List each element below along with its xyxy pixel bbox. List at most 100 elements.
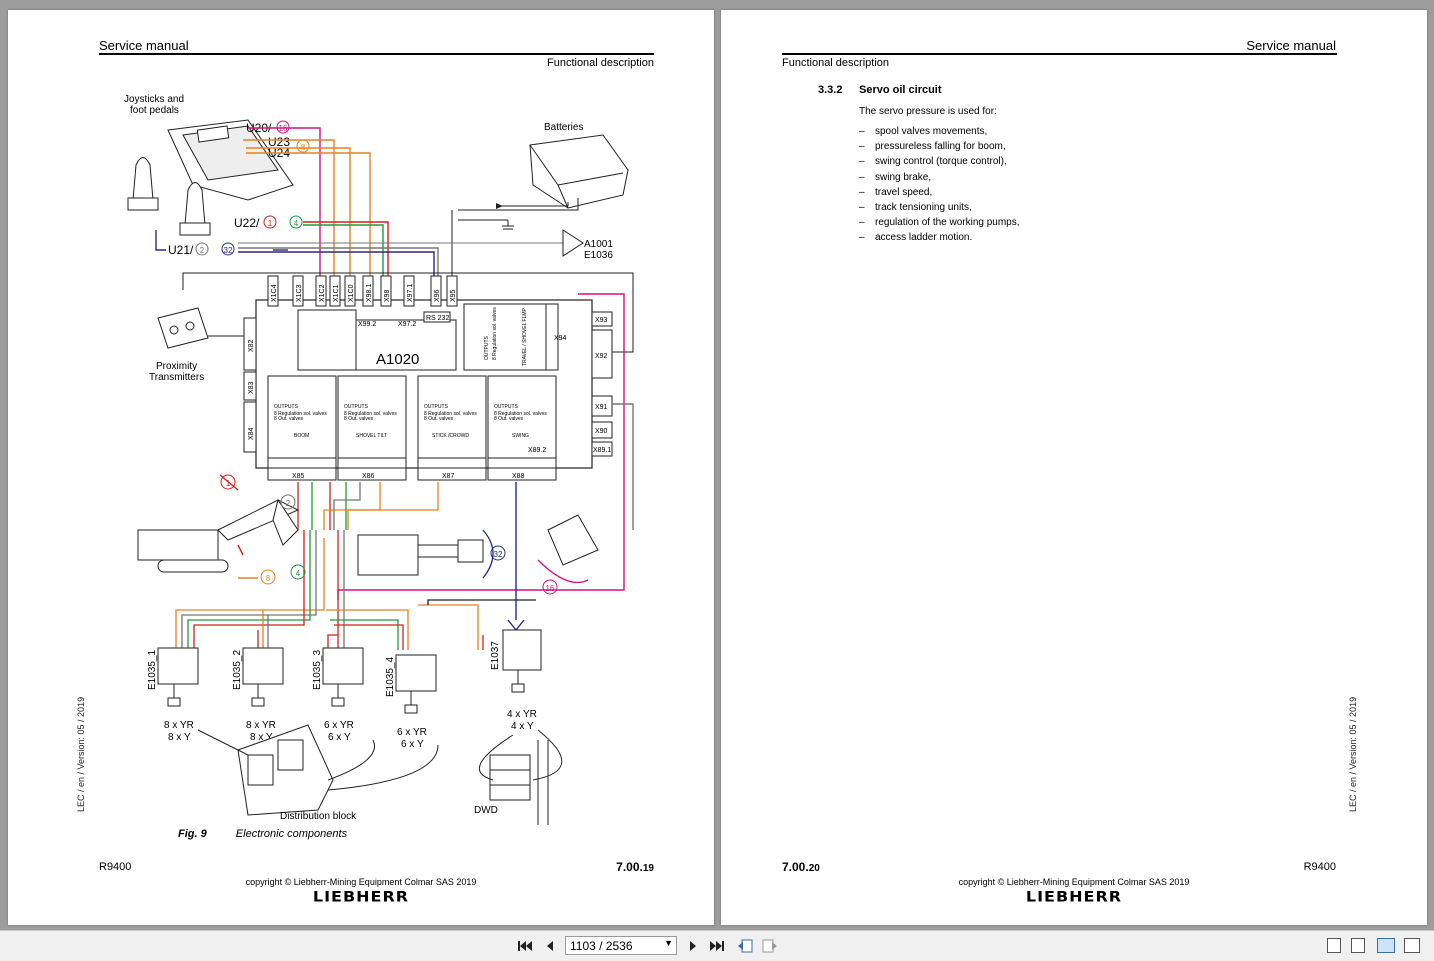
svg-text:SHOVEL TILT: SHOVEL TILT: [356, 433, 387, 439]
go-back-icon[interactable]: [736, 937, 754, 955]
distribution-block-label: Distribution block: [280, 811, 357, 822]
header-title: Service manual: [99, 38, 189, 53]
svg-text:X93: X93: [595, 317, 608, 324]
svg-text:X1C4: X1C4: [271, 284, 278, 302]
svg-text:OUTPUTS: OUTPUTS: [484, 335, 490, 360]
liebherr-logo: LIEBHERR: [1025, 887, 1123, 906]
svg-text:8 x Y: 8 x Y: [250, 732, 273, 743]
svg-text:X1C3: X1C3: [296, 284, 303, 302]
svg-text:6 x Y: 6 x Y: [401, 739, 424, 750]
pdf-viewer-toolbar: 1103 / 2536 ▼: [0, 930, 1434, 961]
list-item: access ladder motion.: [859, 230, 1020, 245]
two-page-continuous-view-icon[interactable]: [1404, 938, 1420, 953]
last-page-icon[interactable]: [708, 937, 726, 955]
svg-text:X96: X96: [434, 289, 441, 302]
svg-text:X92: X92: [595, 353, 608, 360]
excavator-top-view-graphic: [357, 534, 484, 576]
u22-label: U22/: [234, 216, 260, 230]
svg-text:8 Out. valves: 8 Out. valves: [424, 416, 454, 422]
svg-text:E1035_1: E1035_1: [147, 650, 158, 690]
joysticks-label: Joysticks and: [124, 94, 184, 105]
chevron-down-icon[interactable]: ▼: [664, 938, 673, 948]
version-side-text: LEC / en / Version: 05 / 2019: [1348, 696, 1358, 812]
svg-text:X94: X94: [554, 335, 567, 342]
svg-text:E1037: E1037: [490, 641, 501, 670]
two-page-view-icon[interactable]: [1377, 938, 1395, 953]
proximity-label: Proximity: [156, 361, 197, 372]
svg-text:16: 16: [546, 584, 555, 593]
a1001-label: A1001: [584, 239, 613, 250]
figure-number: Fig. 9: [178, 828, 207, 840]
header-title: Service manual: [1246, 38, 1336, 53]
svg-text:6 x YR: 6 x YR: [397, 727, 427, 738]
a1020-label: A1020: [376, 351, 419, 368]
u21-label: U21/: [168, 243, 194, 257]
distribution-block-graphic: [237, 724, 334, 816]
svg-text:8 Regulation sol. valves: 8 Regulation sol. valves: [274, 411, 327, 417]
svg-text:6 x Y: 6 x Y: [328, 732, 351, 743]
svg-text:OUTPUTS: OUTPUTS: [274, 404, 299, 410]
section-label: Functional description: [546, 57, 654, 69]
liebherr-logo: LIEBHERR: [312, 887, 410, 906]
svg-text:2: 2: [286, 499, 291, 508]
svg-text:E1035_2: E1035_2: [232, 650, 243, 690]
svg-text:32: 32: [224, 246, 233, 255]
svg-text:X90: X90: [595, 428, 608, 435]
svg-text:32: 32: [494, 550, 503, 559]
svg-text:4 x YR: 4 x YR: [507, 709, 537, 720]
svg-text:6 x YR: 6 x YR: [324, 720, 354, 731]
svg-text:SWING: SWING: [512, 433, 529, 439]
list-item: regulation of the working pumps,: [859, 215, 1020, 230]
proximity-label-2: Transmitters: [149, 372, 204, 383]
svg-text:X98.1: X98.1: [366, 284, 373, 302]
copyright-text: copyright © Liebherr-Mining Equipment Co…: [958, 877, 1190, 887]
go-forward-icon[interactable]: [761, 937, 779, 955]
svg-text:8 Regulation sol. valves: 8 Regulation sol. valves: [494, 411, 547, 417]
svg-text:4: 4: [294, 219, 299, 228]
svg-text:4 x Y: 4 x Y: [511, 721, 534, 732]
svg-text:BOOM: BOOM: [294, 433, 309, 439]
valve-module-e1035-1: [157, 647, 199, 707]
svg-text:8 Out. valves: 8 Out. valves: [274, 416, 304, 422]
svg-text:X86: X86: [362, 473, 375, 480]
single-page-view-icon[interactable]: [1327, 938, 1341, 953]
svg-text:X82: X82: [248, 339, 255, 352]
svg-text:X1C1: X1C1: [333, 284, 340, 302]
svg-text:X87: X87: [442, 473, 455, 480]
continuous-view-icon[interactable]: [1351, 938, 1365, 953]
svg-text:E1035_3: E1035_3: [312, 650, 323, 690]
first-page-icon[interactable]: [516, 937, 534, 955]
joystick-right-graphic: [179, 182, 211, 236]
page-number-field[interactable]: 1103 / 2536 ▼: [565, 936, 677, 955]
svg-text:X85: X85: [292, 473, 305, 480]
svg-text:RS 232: RS 232: [426, 315, 449, 322]
list-item: swing control (torque control),: [859, 154, 1020, 169]
figure-caption: Fig. 9 Electronic components: [178, 828, 347, 840]
svg-text:8 Out. valves: 8 Out. valves: [344, 416, 374, 422]
batteries-graphic: [529, 134, 629, 209]
svg-text:8 x Y: 8 x Y: [168, 732, 191, 743]
next-page-icon[interactable]: [684, 937, 702, 955]
svg-text:X99.2: X99.2: [358, 321, 376, 328]
svg-text:OUTPUTS: OUTPUTS: [494, 404, 519, 410]
svg-text:8 x YR: 8 x YR: [164, 720, 194, 731]
svg-text:4: 4: [296, 569, 301, 578]
figure-caption-text: Electronic components: [235, 828, 348, 840]
svg-text:8 Regulation sol. valves: 8 Regulation sol. valves: [424, 411, 477, 417]
svg-text:OUTPUTS: OUTPUTS: [424, 404, 449, 410]
batteries-label: Batteries: [544, 122, 583, 133]
list-item: spool valves movements,: [859, 124, 1020, 139]
header-rule: [782, 53, 1337, 55]
svg-text:STICK /CROWD: STICK /CROWD: [432, 433, 469, 439]
dwd-valve-graphic: [489, 754, 531, 801]
svg-text:TRAVEL / SHOVEL FLMP: TRAVEL / SHOVEL FLMP: [522, 307, 528, 366]
svg-text:X89.2: X89.2: [528, 447, 546, 454]
svg-text:E1035_4: E1035_4: [385, 657, 396, 697]
list-item: swing brake,: [859, 170, 1020, 185]
prev-page-icon[interactable]: [541, 937, 559, 955]
svg-text:8 x YR: 8 x YR: [246, 720, 276, 731]
valve-module-e1035-4: [395, 654, 437, 714]
page-number: 7.00.20: [782, 860, 820, 874]
svg-text:X97.1: X97.1: [407, 284, 414, 302]
svg-text:X98: X98: [384, 289, 391, 302]
